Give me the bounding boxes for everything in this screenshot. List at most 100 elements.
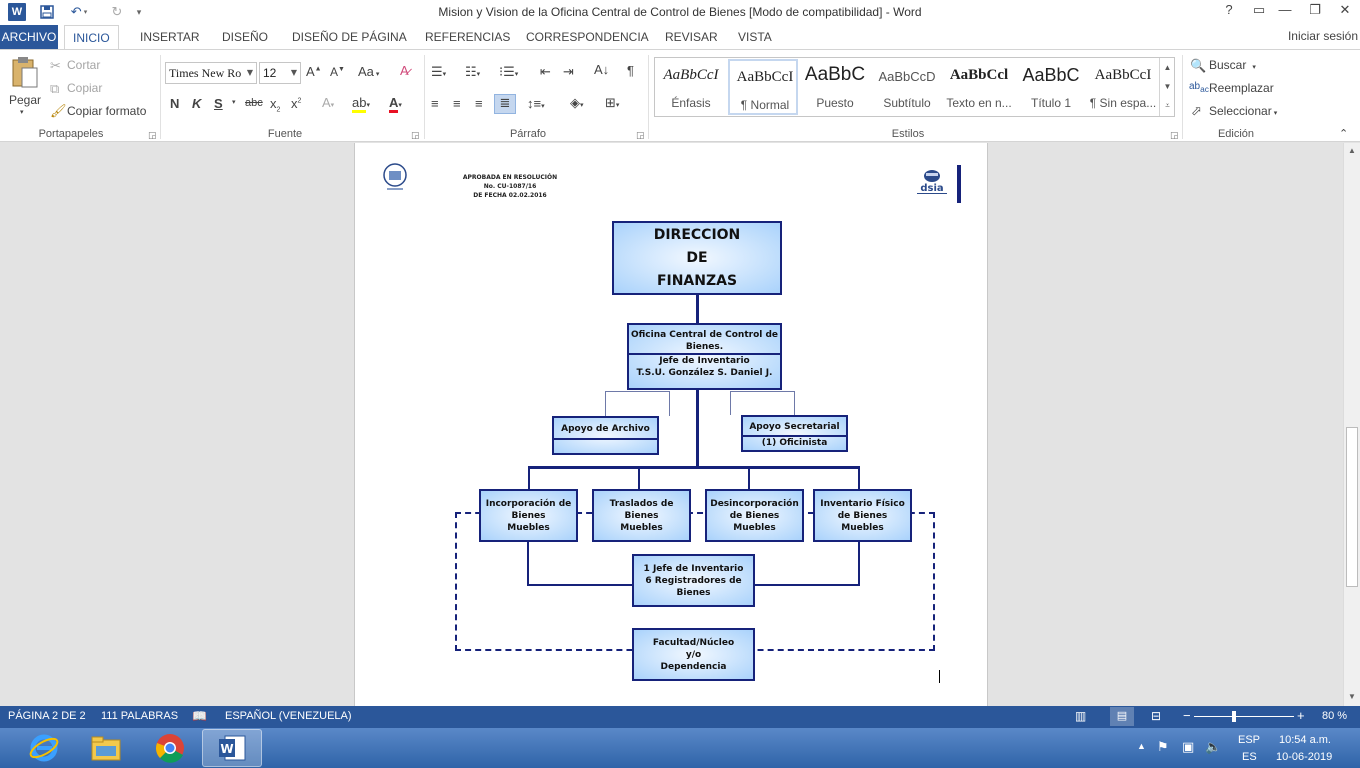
font-name-combo[interactable]: Times New Ro▼ bbox=[165, 62, 257, 84]
word-taskbar-icon[interactable]: W bbox=[202, 729, 262, 767]
justify-icon[interactable]: ≣ bbox=[494, 94, 516, 114]
ribbon-display-icon[interactable]: ▭ bbox=[1252, 2, 1266, 17]
shrink-font-icon[interactable]: A▼ bbox=[330, 65, 345, 79]
clock-time[interactable]: 10:54 a.m. bbox=[1279, 734, 1331, 746]
italic-icon[interactable]: K bbox=[192, 96, 202, 111]
paste-dropdown-icon[interactable]: ▾ bbox=[20, 109, 24, 116]
select-button[interactable]: Seleccionar▾ bbox=[1209, 104, 1278, 118]
paragraph-launcher-icon[interactable]: ◲ bbox=[636, 130, 645, 140]
chrome-icon[interactable] bbox=[140, 729, 200, 767]
keyboard-layout[interactable]: ES bbox=[1242, 751, 1257, 763]
zoom-level[interactable]: 80 % bbox=[1322, 710, 1348, 722]
scroll-up-icon[interactable]: ▲ bbox=[1348, 146, 1356, 155]
web-layout-icon[interactable]: ⊟ bbox=[1151, 709, 1162, 723]
decrease-indent-icon[interactable]: ⇤ bbox=[540, 64, 551, 79]
tab-inicio[interactable]: INICIO bbox=[64, 25, 119, 50]
clock-date[interactable]: 10-06-2019 bbox=[1276, 751, 1333, 763]
style-normal[interactable]: AaBbCcI¶ Normal bbox=[728, 59, 798, 115]
format-painter-button[interactable]: Copiar formato bbox=[67, 104, 147, 118]
print-layout-icon[interactable]: ▤ bbox=[1110, 707, 1134, 726]
tab-revisar[interactable]: REVISAR bbox=[665, 30, 718, 44]
word-app-icon[interactable]: W bbox=[8, 3, 26, 21]
collapse-ribbon-icon[interactable]: ⌃ bbox=[1339, 128, 1349, 140]
scroll-down-icon[interactable]: ▼ bbox=[1348, 692, 1356, 701]
highlight-color-icon[interactable]: ab▾ bbox=[352, 95, 370, 113]
clear-formatting-icon[interactable]: A̷ bbox=[400, 63, 409, 78]
file-explorer-icon[interactable] bbox=[76, 729, 136, 767]
subscript-icon[interactable]: x2 bbox=[270, 96, 281, 114]
increase-indent-icon[interactable]: ⇥ bbox=[563, 64, 574, 79]
grow-font-icon[interactable]: A▲ bbox=[306, 64, 322, 79]
cut-button[interactable]: Cortar bbox=[67, 58, 101, 72]
redo-icon[interactable]: ↻ bbox=[111, 4, 123, 19]
font-name-dropdown-icon[interactable]: ▼ bbox=[246, 68, 253, 77]
page-count[interactable]: PÁGINA 2 DE 2 bbox=[8, 710, 86, 722]
tab-diseno-pagina[interactable]: DISEÑO DE PÁGINA bbox=[292, 30, 407, 44]
proofing-icon[interactable]: 📖 bbox=[192, 709, 207, 723]
language-indicator[interactable]: ESPAÑOL (VENEZUELA) bbox=[225, 710, 352, 722]
input-language[interactable]: ESP bbox=[1238, 734, 1261, 746]
sign-in-link[interactable]: Iniciar sesión bbox=[1287, 29, 1358, 43]
save-icon[interactable] bbox=[38, 3, 56, 21]
align-left-icon[interactable]: ≡ bbox=[431, 96, 439, 111]
help-button[interactable]: ? bbox=[1225, 2, 1233, 17]
font-launcher-icon[interactable]: ◲ bbox=[411, 130, 420, 140]
styles-launcher-icon[interactable]: ◲ bbox=[1170, 130, 1179, 140]
network-icon[interactable]: ▣ bbox=[1182, 739, 1195, 754]
align-right-icon[interactable]: ≡ bbox=[475, 96, 483, 111]
tab-diseno[interactable]: DISEÑO bbox=[222, 30, 269, 44]
read-mode-icon[interactable]: ▥ bbox=[1075, 709, 1087, 723]
show-hidden-icons-icon[interactable]: ▲ bbox=[1137, 741, 1146, 751]
paste-icon[interactable] bbox=[10, 56, 40, 92]
restore-button[interactable]: ❐ bbox=[1309, 2, 1321, 17]
align-center-icon[interactable]: ≡ bbox=[453, 96, 461, 111]
tab-correspondencia[interactable]: CORRESPONDENCIA bbox=[526, 30, 649, 44]
copy-button[interactable]: Copiar bbox=[67, 81, 103, 95]
close-button[interactable]: ✕ bbox=[1339, 2, 1351, 17]
text-effects-icon[interactable]: A▾ bbox=[322, 95, 335, 110]
zoom-slider-thumb[interactable] bbox=[1232, 711, 1236, 722]
document-page[interactable]: APROBADA EN RESOLUCIÓN No. CU-1087/16 DE… bbox=[354, 143, 988, 706]
tab-insertar[interactable]: INSERTAR bbox=[140, 30, 200, 44]
vertical-scrollbar[interactable]: ▲ ▼ bbox=[1343, 143, 1360, 706]
styles-scroll-up-icon[interactable]: ▲ bbox=[1159, 58, 1175, 77]
styles-scroll-down-icon[interactable]: ▼ bbox=[1159, 77, 1175, 96]
font-size-combo[interactable]: 12▼ bbox=[259, 62, 301, 84]
clipboard-launcher-icon[interactable]: ◲ bbox=[148, 130, 157, 140]
multilevel-list-icon[interactable]: ⁝☰▾ bbox=[499, 64, 519, 79]
sort-icon[interactable]: A↓ bbox=[594, 62, 610, 77]
paste-button[interactable]: Pegar bbox=[9, 93, 42, 107]
strikethrough-icon[interactable]: abc bbox=[245, 97, 263, 109]
undo-icon[interactable]: ↶▾ bbox=[70, 4, 88, 19]
superscript-icon[interactable]: x2 bbox=[291, 96, 302, 111]
numbering-icon[interactable]: ☷▾ bbox=[465, 64, 481, 79]
zoom-in-icon[interactable]: + bbox=[1297, 708, 1305, 723]
font-size-dropdown-icon[interactable]: ▼ bbox=[290, 68, 297, 77]
tab-referencias[interactable]: REFERENCIAS bbox=[425, 30, 511, 44]
find-button[interactable]: Buscar▾ bbox=[1209, 58, 1256, 72]
customize-qat-icon[interactable]: ▾ bbox=[136, 6, 142, 17]
underline-dropdown-icon[interactable]: ▾ bbox=[232, 99, 236, 106]
change-case-icon[interactable]: Aa▾ bbox=[358, 64, 380, 79]
underline-icon[interactable]: S bbox=[214, 96, 223, 111]
tab-archivo[interactable]: ARCHIVO bbox=[0, 25, 58, 49]
zoom-slider[interactable] bbox=[1194, 716, 1294, 717]
bullets-icon[interactable]: ☰▾ bbox=[431, 64, 447, 79]
line-spacing-icon[interactable]: ↕≡▾ bbox=[527, 96, 545, 111]
replace-button[interactable]: Reemplazar bbox=[1209, 81, 1274, 95]
borders-icon[interactable]: ⊞▾ bbox=[605, 95, 620, 110]
volume-icon[interactable]: 🔈 bbox=[1205, 739, 1222, 754]
tab-vista[interactable]: VISTA bbox=[738, 30, 772, 44]
styles-more-icon[interactable]: ⩡ bbox=[1159, 96, 1175, 116]
scroll-thumb[interactable] bbox=[1346, 427, 1358, 587]
minimize-button[interactable]: — bbox=[1278, 2, 1292, 17]
font-color-icon[interactable]: A▾ bbox=[389, 95, 402, 113]
action-center-icon[interactable]: ⚑ bbox=[1157, 739, 1169, 754]
bold-icon[interactable]: N bbox=[170, 96, 180, 111]
shading-icon[interactable]: ◈▾ bbox=[570, 95, 584, 110]
